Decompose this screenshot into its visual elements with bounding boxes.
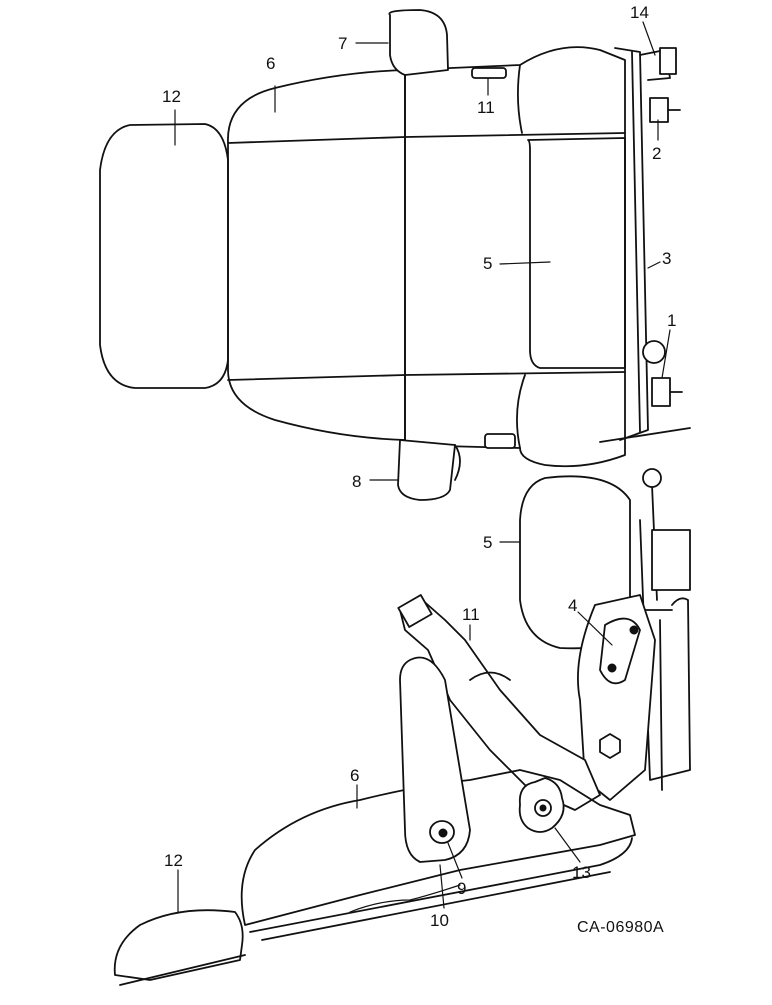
callout-8: 8 xyxy=(352,472,362,491)
callout-3: 3 xyxy=(662,249,672,268)
headrest-side xyxy=(113,909,244,981)
callout-2: 2 xyxy=(652,144,662,163)
drawing-code: CA-06980A xyxy=(577,919,665,936)
callout-1: 1 xyxy=(667,311,677,330)
seat-side-view xyxy=(113,468,691,986)
headrest-top xyxy=(99,123,229,389)
callout-5b: 5 xyxy=(483,533,493,552)
seat-top-view xyxy=(99,9,691,501)
armrest-side xyxy=(399,656,471,863)
adjuster-1 xyxy=(651,377,671,407)
armrest-left-top xyxy=(397,439,456,501)
callout-6b: 6 xyxy=(350,766,360,785)
seat-cushion-top xyxy=(404,46,626,468)
callout-13: 13 xyxy=(572,863,591,882)
callout-14: 14 xyxy=(630,3,649,22)
callout-10: 10 xyxy=(430,911,449,930)
callout-7: 7 xyxy=(338,34,348,53)
backrest-top xyxy=(227,69,406,441)
base-rail xyxy=(614,47,649,441)
adjuster-2 xyxy=(649,97,669,123)
callout-4: 4 xyxy=(568,596,578,615)
leader-lines xyxy=(174,21,671,913)
callout-11b: 11 xyxy=(462,605,480,624)
callout-5: 5 xyxy=(483,254,493,273)
callout-6: 6 xyxy=(266,54,276,73)
cushion-pad xyxy=(527,137,626,369)
callout-12: 12 xyxy=(162,87,181,106)
backrest-side xyxy=(240,769,636,926)
callout-9: 9 xyxy=(457,879,467,898)
cushion-side xyxy=(519,475,631,650)
armrest-right-top xyxy=(388,9,449,76)
callout-11: 11 xyxy=(477,98,495,117)
callout-12b: 12 xyxy=(164,851,183,870)
